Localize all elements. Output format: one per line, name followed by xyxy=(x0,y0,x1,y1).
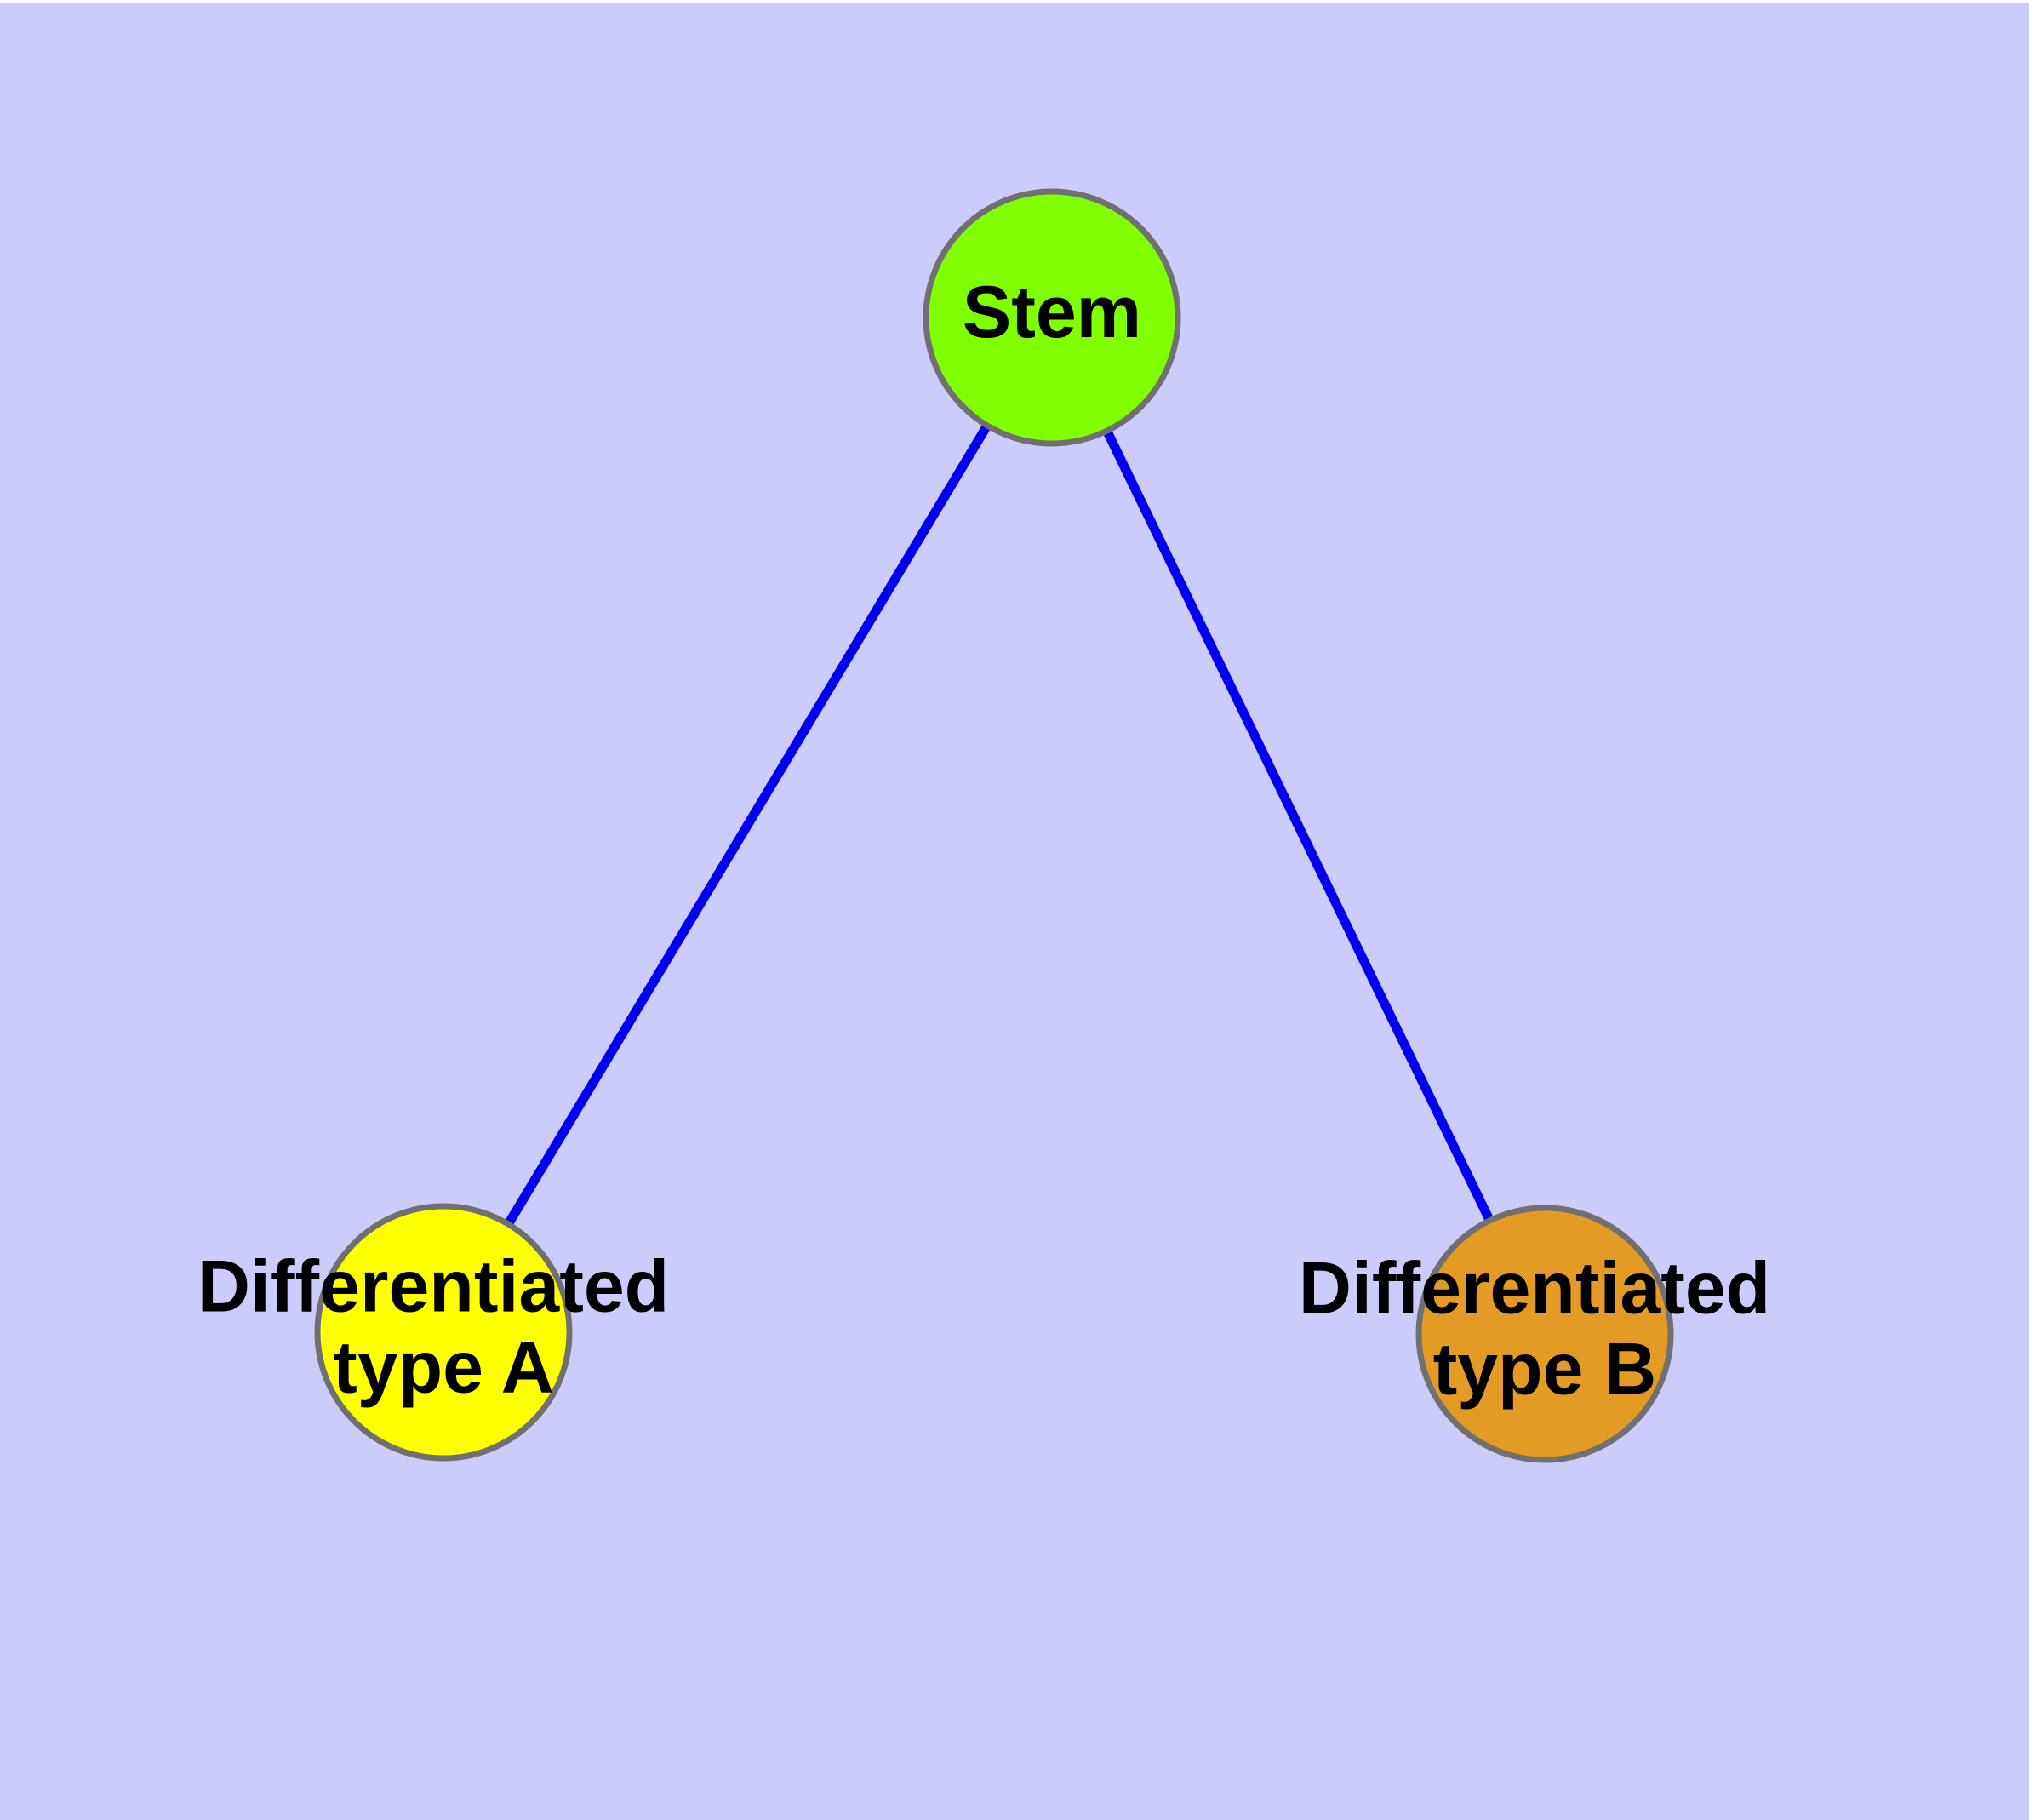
node-diff-b-label: Differentiated type B xyxy=(1299,1247,1791,1410)
node-diff-b[interactable] xyxy=(1415,1205,1674,1463)
node-diff-a-label-line1: Differentiated xyxy=(197,1245,669,1327)
edge-layer xyxy=(505,424,1494,1226)
edge-stem-to-diff-a[interactable] xyxy=(505,424,991,1226)
node-diff-a[interactable] xyxy=(314,1203,573,1462)
node-diff-a-circle[interactable] xyxy=(314,1203,573,1462)
node-stem-label: Stem xyxy=(963,272,1141,353)
node-stem[interactable] xyxy=(923,188,1181,447)
label-layer: Stem Differentiated type A Differentiate… xyxy=(197,272,1791,1410)
node-layer xyxy=(314,188,1674,1463)
node-diff-b-label-line1: Differentiated xyxy=(1299,1247,1770,1329)
node-diff-a-label: Differentiated type A xyxy=(197,1245,689,1408)
node-stem-circle[interactable] xyxy=(923,188,1181,447)
node-diff-b-label-line2: type B xyxy=(1433,1328,1657,1410)
edge-stem-to-diff-b[interactable] xyxy=(1103,430,1494,1222)
node-diff-a-label-line2: type A xyxy=(333,1326,554,1408)
node-diff-b-circle[interactable] xyxy=(1415,1205,1674,1463)
node-stem-label-line1: Stem xyxy=(963,272,1141,353)
